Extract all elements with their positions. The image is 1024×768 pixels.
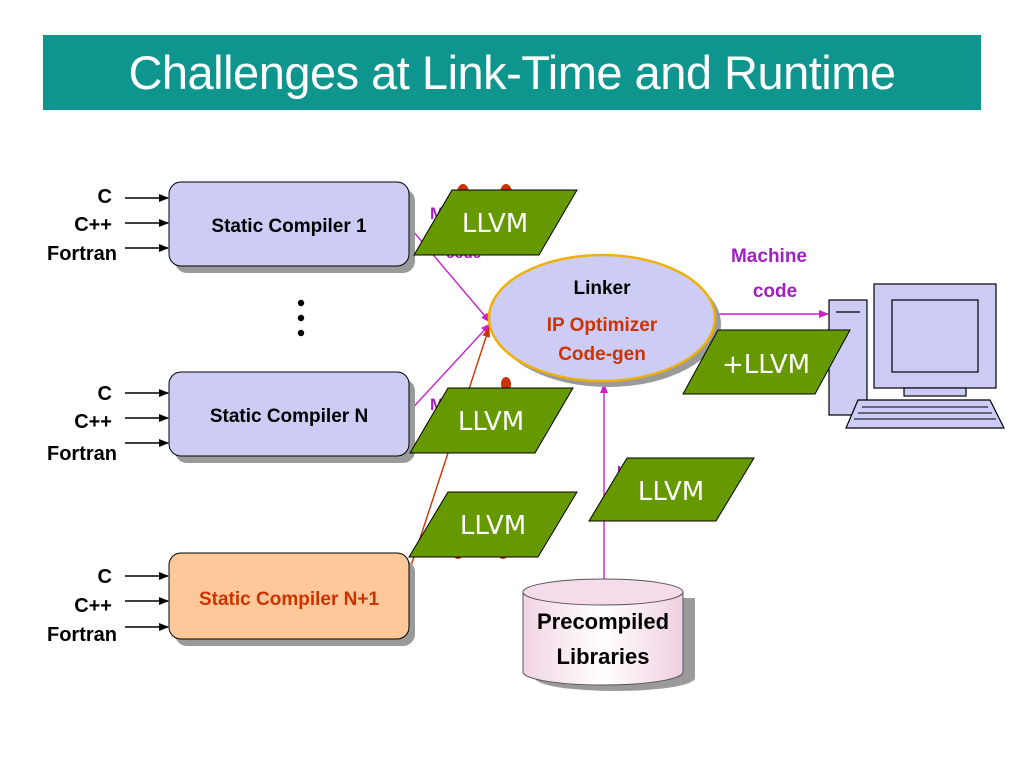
compiler-label: Static Compiler 1 (211, 216, 367, 237)
language-c: C (98, 566, 112, 588)
llvm-badge-libraries: LLVM (588, 457, 755, 522)
code-gen-label: Code-gen (558, 344, 646, 365)
static-compiler-1: Static Compiler 1 (168, 181, 415, 273)
llvm-plus-label: +LLVM (722, 350, 810, 380)
language-cpp: C++ (74, 411, 112, 433)
arrow-compiler1-to-linker (406, 223, 491, 323)
language-group-1: C C++ Fortran (47, 186, 169, 265)
arrow-compilerN-to-linker (406, 323, 491, 415)
ip-optimizer-label: IP Optimizer (547, 315, 658, 336)
libraries-label: Precompiled (537, 609, 669, 634)
language-fortran: Fortran (47, 243, 117, 265)
machine-code-label: Machine (731, 246, 807, 267)
computer-icon (828, 283, 1005, 429)
language-fortran: Fortran (47, 624, 117, 646)
language-group-n: C C++ Fortran (47, 383, 169, 465)
compiler-label: Static Compiler N (210, 406, 368, 427)
language-fortran: Fortran (47, 443, 117, 465)
compiler-label: Static Compiler N+1 (199, 589, 379, 610)
page-title: Challenges at Link-Time and Runtime (128, 46, 896, 99)
language-cpp: C++ (74, 214, 112, 236)
llvm-badge-n1: LLVM (408, 491, 578, 558)
llvm-label: LLVM (460, 511, 526, 541)
llvm-badge-1: LLVM (413, 189, 578, 256)
libraries-label: Libraries (557, 644, 650, 669)
static-compiler-n1: Static Compiler N+1 (168, 552, 415, 646)
linker-label: Linker (573, 278, 631, 299)
language-c: C (98, 383, 112, 405)
static-compiler-n: Static Compiler N (168, 371, 415, 463)
machine-code-label: code (753, 281, 797, 302)
title-bar: Challenges at Link-Time and Runtime (43, 35, 981, 110)
language-cpp: C++ (74, 595, 112, 617)
llvm-label: LLVM (462, 209, 528, 239)
llvm-badge-n: LLVM (409, 387, 574, 454)
llvm-label: LLVM (638, 477, 704, 507)
llvm-label: LLVM (458, 407, 524, 437)
precompiled-libraries: Precompiled Libraries (522, 578, 695, 691)
language-c: C (98, 186, 112, 208)
linker-node: Linker IP Optimizer Code-gen (487, 253, 721, 387)
language-group-n1: C C++ Fortran (47, 566, 169, 646)
ellipsis-dots (297, 299, 305, 337)
llvm-badge-output: +LLVM (682, 329, 851, 395)
